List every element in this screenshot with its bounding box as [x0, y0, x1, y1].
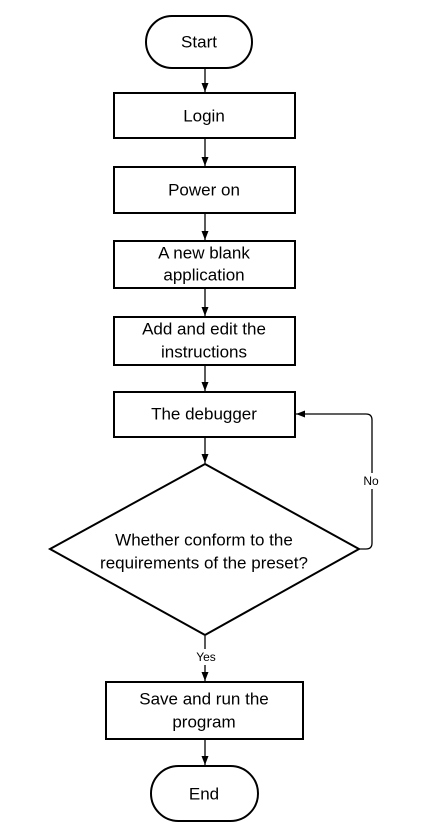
save-run-label-line-2: program: [172, 712, 235, 731]
end-label: End: [189, 784, 219, 803]
debugger-label: The debugger: [151, 404, 257, 423]
power-on-label: Power on: [168, 180, 240, 199]
debugger-node: The debugger: [113, 391, 296, 438]
edge-label-no: No: [359, 473, 383, 489]
add-edit-node: Add and edit the instructions: [113, 316, 296, 366]
decision-label-line-1: Whether conform to the: [115, 530, 293, 549]
login-label: Login: [183, 106, 225, 125]
save-run-node: Save and run the program: [105, 681, 304, 740]
new-app-node: A new blank application: [113, 240, 296, 289]
start-label: Start: [181, 32, 217, 51]
edge-label-yes: Yes: [191, 649, 221, 665]
login-node: Login: [113, 92, 296, 139]
start-node: Start: [145, 15, 253, 69]
save-run-label-line-1: Save and run the: [139, 689, 268, 708]
decision-label-line-2: requirements of the preset?: [100, 553, 308, 572]
decision-node: Whether conform to the requirements of t…: [47, 462, 362, 637]
edge-label-yes-text: Yes: [196, 650, 216, 664]
new-app-label-line-2: application: [163, 265, 244, 284]
power-on-node: Power on: [113, 166, 296, 214]
end-node: End: [150, 765, 259, 822]
add-edit-label-line-1: Add and edit the: [142, 319, 266, 338]
new-app-label-line-1: A new blank: [158, 243, 250, 262]
add-edit-label-line-2: instructions: [161, 342, 247, 361]
edge-label-no-text: No: [363, 474, 379, 488]
